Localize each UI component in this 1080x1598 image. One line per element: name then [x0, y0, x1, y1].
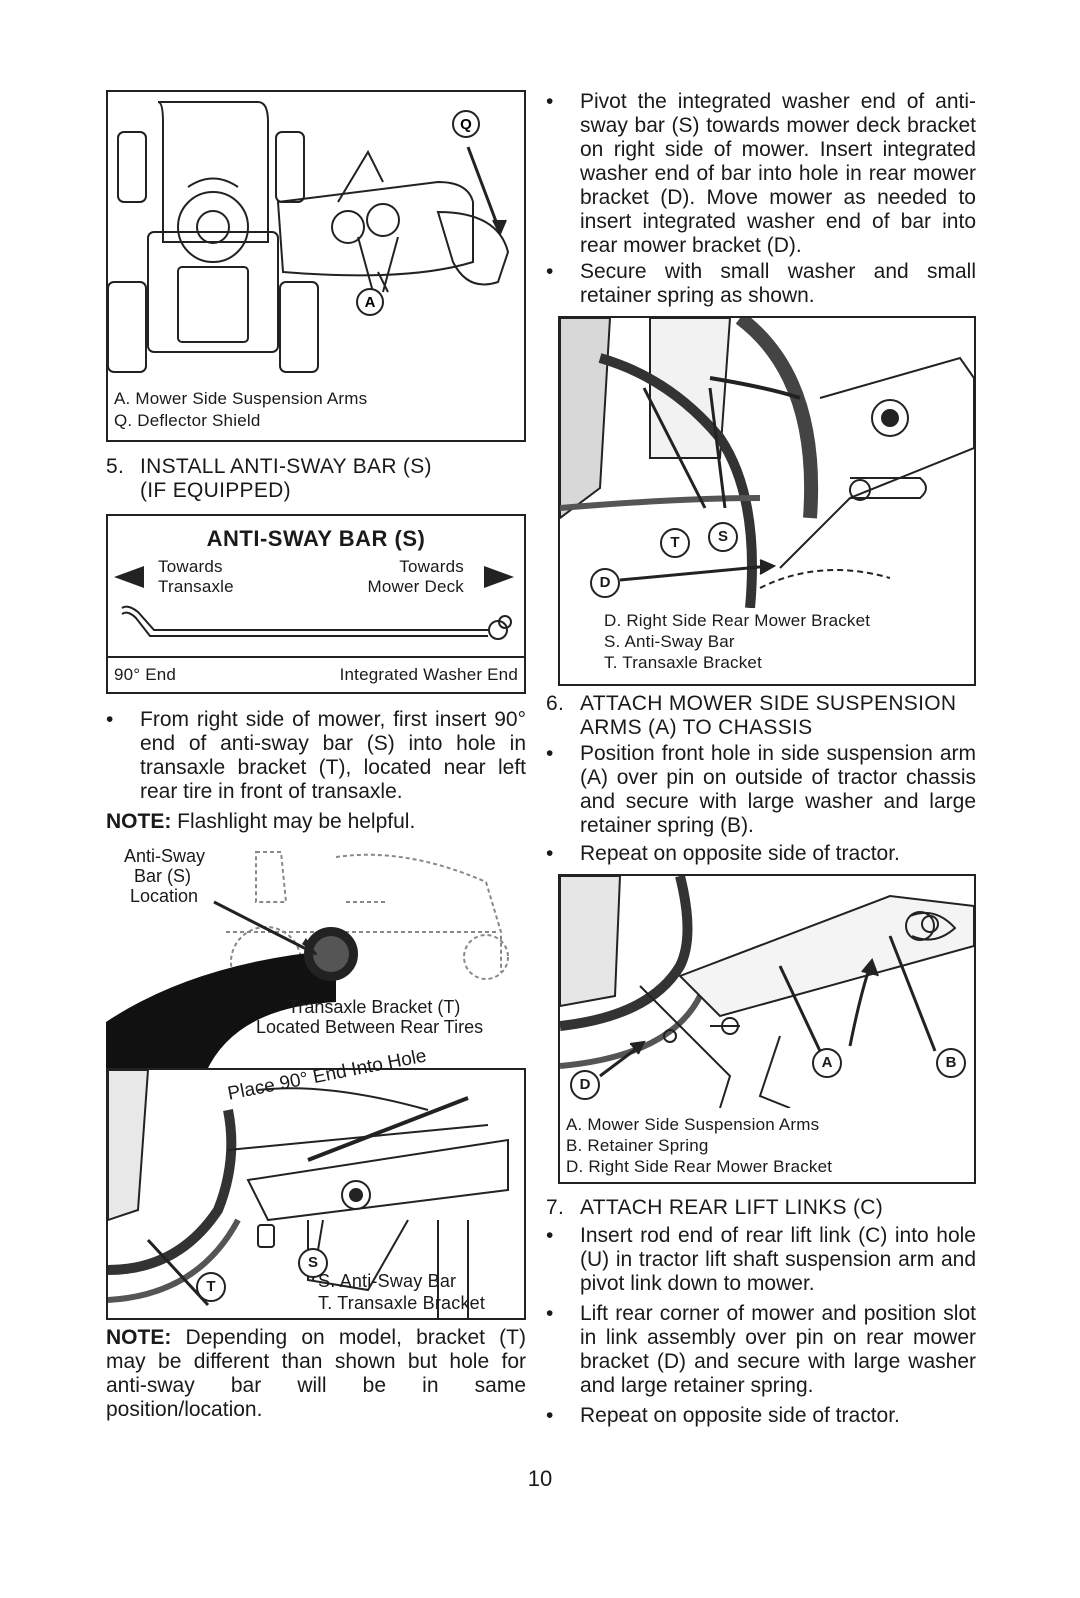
- callout-a-icon: A: [356, 288, 384, 316]
- bullet-lift-rear-corner: • Lift rear corner of mower and position…: [546, 1302, 976, 1402]
- bullet-text: Lift rear corner of mower and position s…: [580, 1302, 976, 1397]
- legend-s: S. Anti-Sway Bar: [318, 1271, 457, 1291]
- bullet-repeat-opposite-2: • Repeat on opposite side of tractor.: [546, 1404, 976, 1430]
- bullet-dot: •: [546, 90, 554, 113]
- tractor-top-illustration: Q A: [108, 101, 510, 373]
- callout-q-icon: Q: [452, 110, 480, 138]
- figure-suspension-arm: A B D A. Mower Side Suspension Arms B. R…: [558, 874, 976, 1184]
- callout-b-icon: B: [936, 1048, 966, 1078]
- caption-q: Q. Deflector Shield: [114, 411, 261, 430]
- step-6-heading: 6. ATTACH MOWER SIDE SUSPENSION ARMS (A)…: [546, 692, 976, 742]
- callout-d-icon: D: [590, 568, 620, 598]
- bullet-text: From right side of mower, first insert 9…: [140, 708, 526, 803]
- 90-end-label: 90° End: [114, 665, 177, 684]
- bullet-pivot-washer-end: • Pivot the integrated washer end of ant…: [546, 90, 976, 280]
- step-title-line2: (IF EQUIPPED): [140, 479, 291, 502]
- bullet-dot: •: [106, 708, 114, 731]
- step-number: 6.: [546, 692, 565, 715]
- figure-insert-closeup: Place 90° End Into Hole S T S. Anti-Sway…: [106, 1045, 526, 1320]
- legend-d: D. Right Side Rear Mower Bracket: [604, 611, 871, 630]
- towards-transaxle-2: Transaxle: [158, 577, 234, 596]
- bullet-text: Insert rod end of rear lift link (C) int…: [580, 1224, 976, 1295]
- note-bracket-variation: NOTE: Depending on model, bracket (T) ma…: [106, 1326, 526, 1422]
- legend-t: T. Transaxle Bracket: [318, 1293, 486, 1313]
- bullet-repeat-opposite: • Repeat on opposite side of tractor.: [546, 842, 976, 868]
- towards-transaxle-1: Towards: [158, 557, 223, 576]
- box-title: ANTI-SWAY BAR (S): [206, 526, 426, 551]
- suspension-arm-illustration: [560, 876, 974, 1108]
- bullet-text: Repeat on opposite side of tractor.: [580, 842, 900, 865]
- note-text: Flashlight may be helpful.: [171, 810, 416, 833]
- note-flashlight: NOTE: Flashlight may be helpful.: [106, 810, 526, 834]
- antisway-bar-box: ANTI-SWAY BAR (S) Towards Transaxle Towa…: [106, 514, 526, 694]
- bullet-text: Secure with small washer and small retai…: [580, 260, 976, 307]
- bullet-text: Repeat on opposite side of tractor.: [580, 1404, 900, 1427]
- legend-d: D. Right Side Rear Mower Bracket: [566, 1157, 833, 1176]
- location-label-2: Bar (S): [134, 866, 192, 886]
- step-number: 5.: [106, 455, 125, 478]
- legend-t: T. Transaxle Bracket: [604, 653, 763, 672]
- location-label-1: Anti-Sway: [124, 846, 206, 866]
- step-title-line1: ATTACH MOWER SIDE SUSPENSION: [580, 692, 957, 715]
- towards-deck-2: Mower Deck: [367, 577, 464, 596]
- bullet-dot: •: [546, 1224, 554, 1247]
- bullet-dot: •: [546, 1404, 554, 1427]
- legend-s: S. Anti-Sway Bar: [604, 632, 735, 651]
- bullet-insert-90-end: • From right side of mower, first insert…: [106, 708, 526, 808]
- bullet-dot: •: [546, 1302, 554, 1325]
- callout-s-icon: S: [298, 1248, 328, 1278]
- antisway-bar-icon: [121, 605, 512, 640]
- legend-b: B. Retainer Spring: [566, 1136, 709, 1155]
- figure-mower-arms: Q A A. Mower Side Suspension Arms Q. Def…: [106, 90, 526, 442]
- step-title-line1: ATTACH REAR LIFT LINKS (C): [580, 1196, 883, 1219]
- step-number: 7.: [546, 1196, 565, 1219]
- bullet-insert-rod-end: • Insert rod end of rear lift link (C) i…: [546, 1224, 976, 1300]
- callout-s-icon: S: [708, 522, 738, 552]
- step-title-line1: INSTALL ANTI-SWAY BAR (S): [140, 455, 432, 478]
- page-number: 10: [527, 1466, 553, 1491]
- step-title-line2: ARMS (A) TO CHASSIS: [580, 716, 813, 739]
- bracket-label-1: Transaxle Bracket (T): [288, 997, 461, 1017]
- bullet-dot: •: [546, 842, 554, 865]
- bullet-dot: •: [546, 742, 554, 765]
- callout-a-icon: A: [812, 1048, 842, 1078]
- washer-end-label: Integrated Washer End: [339, 665, 518, 684]
- callout-t-icon: T: [196, 1272, 226, 1302]
- tractor-side-illustration: [106, 851, 509, 1072]
- note-label: NOTE:: [106, 1326, 172, 1349]
- rear-bracket-illustration: [560, 318, 974, 608]
- note-label: NOTE:: [106, 810, 172, 833]
- bullet-secure-small-washer: • Secure with small washer and small ret…: [546, 260, 976, 310]
- towards-deck-1: Towards: [399, 557, 464, 576]
- legend-a: A. Mower Side Suspension Arms: [566, 1115, 820, 1134]
- caption-a: A. Mower Side Suspension Arms: [114, 389, 368, 408]
- left-arrow-icon: [114, 566, 144, 588]
- bullet-text: Pivot the integrated washer end of anti-…: [580, 90, 976, 257]
- right-arrow-icon: [484, 566, 514, 588]
- bullet-position-front-hole: • Position front hole in side suspension…: [546, 742, 976, 842]
- closeup-illustration: [108, 1070, 509, 1318]
- bracket-label-2: Located Between Rear Tires: [256, 1017, 484, 1037]
- note-text: Depending on model, bracket (T) may be d…: [106, 1326, 526, 1421]
- callout-t-icon: T: [660, 528, 690, 558]
- location-label-3: Location: [130, 886, 199, 906]
- svg-text:Q: Q: [460, 116, 472, 133]
- svg-text:A: A: [365, 294, 376, 311]
- bullet-dot: •: [546, 260, 554, 283]
- bullet-text: Position front hole in side suspension a…: [580, 742, 976, 837]
- step-5-heading: 5. INSTALL ANTI-SWAY BAR (S) (IF EQUIPPE…: [106, 455, 526, 505]
- callout-d-icon: D: [570, 1070, 600, 1100]
- step-7-heading: 7. ATTACH REAR LIFT LINKS (C): [546, 1196, 976, 1222]
- figure-rear-bracket: T S D D. Right Side Rear Mower Bracket S…: [558, 316, 976, 686]
